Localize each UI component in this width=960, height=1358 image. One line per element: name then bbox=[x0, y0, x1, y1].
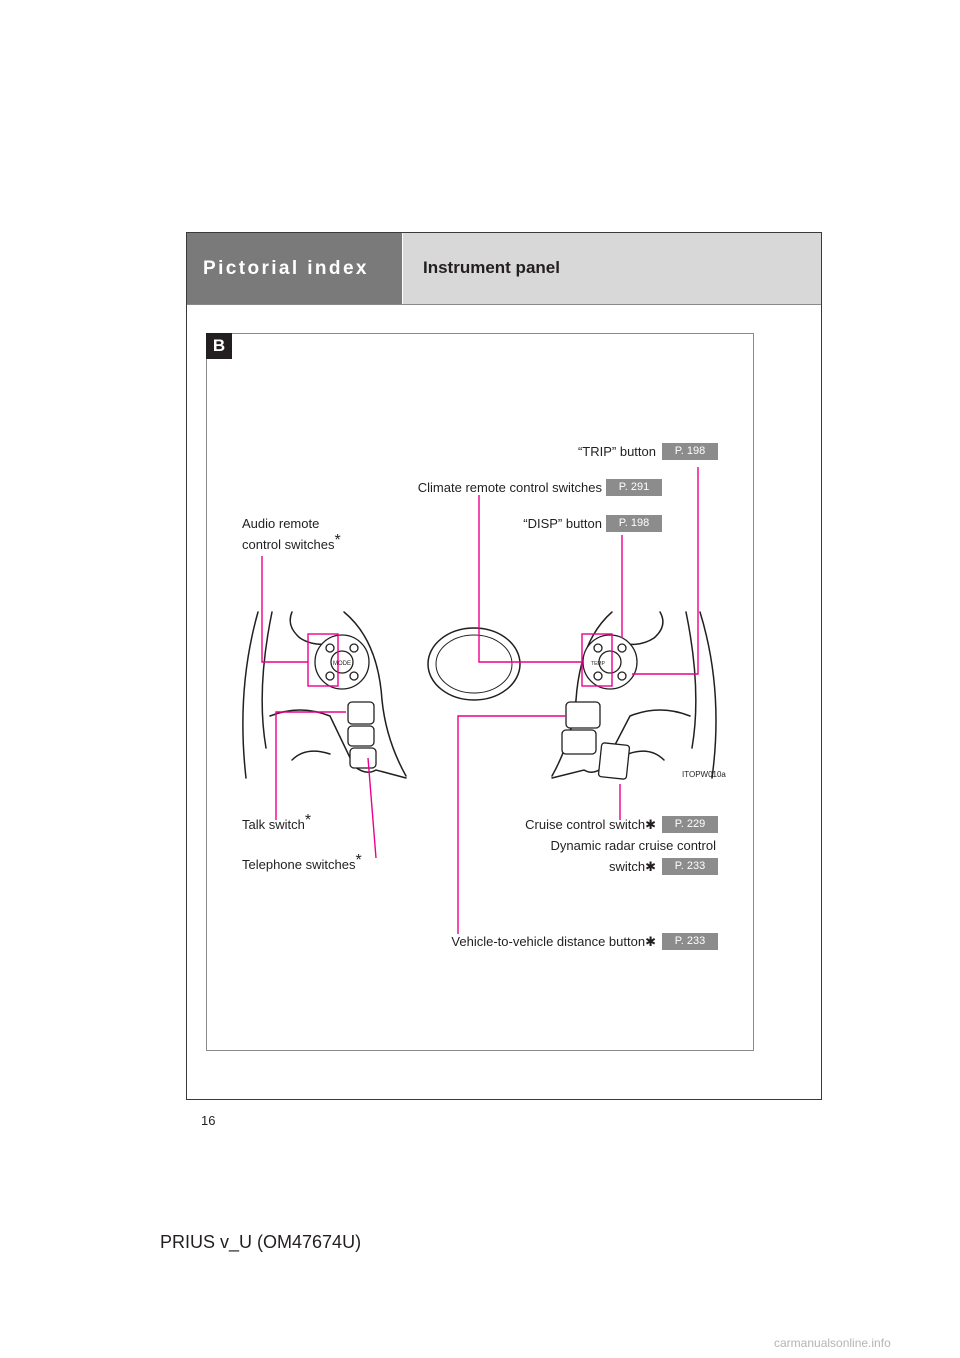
meter-hood-outer bbox=[427, 627, 521, 701]
right-spoke-grip-curve bbox=[627, 750, 665, 761]
audio-seek-up bbox=[349, 643, 359, 653]
climate-temp-label: TEMP bbox=[591, 661, 606, 667]
radar-label-line1: Dynamic radar cruise control bbox=[550, 838, 716, 853]
disp-label: “DISP” button bbox=[523, 516, 602, 531]
telephone-switch-upper bbox=[347, 725, 375, 747]
meter-hood-inner bbox=[435, 634, 513, 694]
right-spoke-inner-rim bbox=[685, 611, 697, 749]
right-spoke-upper-curve bbox=[625, 611, 664, 646]
talk-leader bbox=[275, 711, 346, 820]
audio-mode-label: MODE bbox=[333, 661, 351, 667]
audio-volume-down bbox=[325, 671, 335, 681]
climate-button-lr bbox=[617, 671, 627, 681]
trip-label: “TRIP” button bbox=[577, 444, 656, 459]
left-spoke-column-edge bbox=[343, 611, 407, 777]
audio-label-text: control switches bbox=[242, 537, 335, 552]
distance-label-text: Vehicle-to-vehicle distance button bbox=[451, 934, 646, 949]
audio-volume-up bbox=[325, 643, 335, 653]
asterisk-icon: ✱ bbox=[645, 859, 656, 874]
climate-switch-group bbox=[582, 634, 638, 690]
talk-switch bbox=[347, 701, 375, 725]
asterisk-icon: ✱ bbox=[645, 817, 656, 832]
asterisk-icon: ✱ bbox=[645, 934, 656, 949]
telephone-leader bbox=[367, 757, 377, 859]
left-spoke-grip-curve bbox=[291, 750, 331, 761]
distance-button-shape bbox=[565, 701, 601, 729]
page-number: 16 bbox=[201, 1113, 216, 1128]
climate-center-button bbox=[598, 650, 622, 674]
page-title: Instrument panel bbox=[423, 258, 560, 277]
disp-page-ref[interactable]: P. 198 bbox=[606, 515, 662, 532]
cruise-label-text: Cruise control switch bbox=[525, 817, 646, 832]
header-bar: Instrument panel bbox=[402, 233, 821, 305]
lower-panel-shape bbox=[561, 729, 597, 755]
section-tab: Pictorial index bbox=[187, 233, 402, 305]
talk-label-text: Talk switch bbox=[242, 817, 305, 832]
audio-leader bbox=[261, 556, 308, 663]
radar-page-ref[interactable]: P. 233 bbox=[662, 858, 718, 875]
distance-leader bbox=[457, 715, 566, 934]
asterisk-icon: * bbox=[334, 532, 341, 549]
climate-leader bbox=[478, 495, 582, 663]
climate-button-ul bbox=[593, 643, 603, 653]
radar-label-line2: switch✱ bbox=[540, 859, 656, 875]
asterisk-icon: * bbox=[355, 852, 362, 869]
telephone-switch-lower bbox=[349, 747, 377, 769]
figure-code: ITOPW010a bbox=[682, 770, 726, 779]
leader-lines bbox=[261, 467, 699, 934]
asterisk-icon: * bbox=[304, 812, 312, 829]
section-title: Pictorial index bbox=[203, 258, 369, 279]
trip-page-ref[interactable]: P. 198 bbox=[662, 443, 718, 460]
left-spoke-outer-rim bbox=[242, 611, 259, 779]
climate-button-ur bbox=[617, 643, 627, 653]
cruise-label: Cruise control switch✱ bbox=[480, 817, 656, 833]
audio-seek-down bbox=[349, 671, 359, 681]
talk-label: Talk switch* bbox=[242, 813, 311, 833]
climate-highlight-box bbox=[581, 633, 613, 687]
left-spoke-inner-rim bbox=[261, 611, 273, 749]
audio-label-line1: Audio remote bbox=[242, 516, 320, 531]
phone-switch-group bbox=[347, 701, 377, 769]
telephone-label: Telephone switches* bbox=[242, 853, 362, 873]
climate-button-ll bbox=[593, 671, 603, 681]
radar-label-text: switch bbox=[608, 859, 646, 874]
page-frame bbox=[186, 232, 822, 1100]
figure-box bbox=[206, 333, 754, 1051]
figure-badge: B bbox=[206, 333, 232, 359]
audio-switch-group bbox=[314, 634, 370, 690]
distance-label: Vehicle-to-vehicle distance button✱ bbox=[400, 934, 656, 950]
watermark: carmanualsonline.info bbox=[774, 1336, 891, 1350]
audio-label-line2: control switches* bbox=[242, 533, 341, 553]
right-lower-switch-group bbox=[561, 701, 631, 780]
climate-label: Climate remote control switches bbox=[417, 480, 602, 495]
climate-page-ref[interactable]: P. 291 bbox=[606, 479, 662, 496]
trip-leader bbox=[632, 467, 699, 675]
footer-model: PRIUS v_U (OM47674U) bbox=[160, 1232, 362, 1252]
right-spoke-outer-rim bbox=[699, 611, 717, 779]
audio-mode-button bbox=[330, 650, 354, 674]
telephone-label-text: Telephone switches bbox=[242, 857, 356, 872]
cruise-control-lever bbox=[597, 742, 631, 780]
distance-page-ref[interactable]: P. 233 bbox=[662, 933, 718, 950]
audio-highlight-box bbox=[307, 633, 339, 687]
header-divider bbox=[187, 304, 821, 305]
left-spoke-upper-curve bbox=[289, 611, 331, 646]
cruise-page-ref[interactable]: P. 229 bbox=[662, 816, 718, 833]
